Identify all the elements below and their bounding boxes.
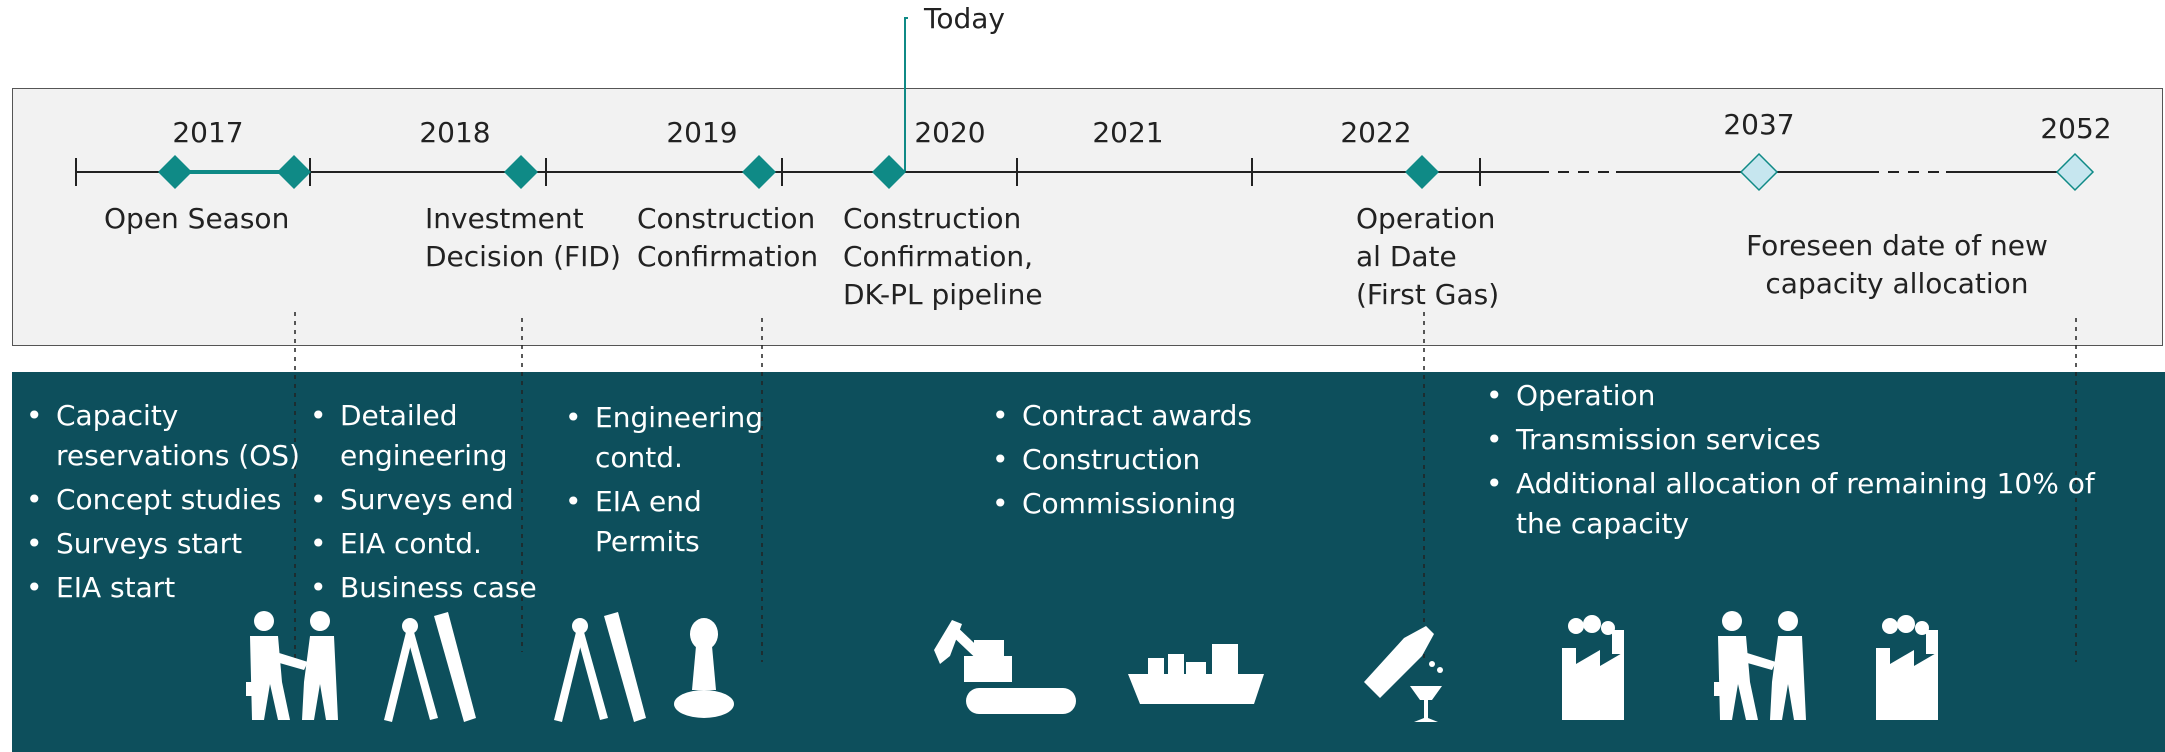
diamond-2052 [2055, 152, 2095, 192]
list-item: EIA end [561, 482, 763, 522]
future-diamonds [1739, 152, 2095, 192]
list-item: Engineering [561, 398, 763, 438]
diamond-2037 [1739, 152, 1779, 192]
milestone-operational-date: Operation al Date (First Gas) [1356, 202, 1500, 311]
phase-3-list: Engineering contd. EIA end Permits [561, 398, 763, 562]
year-ticks [75, 158, 1481, 186]
list-item: Permits [595, 525, 700, 558]
phase-5-list: Operation Transmission services Addition… [1482, 376, 2095, 544]
diamond-today [872, 155, 906, 189]
milestone-construction-confirmation: Construction Confirmation [637, 202, 819, 273]
list-item: EIA contd. [306, 524, 537, 564]
list-item: Concept studies [22, 480, 300, 520]
timeline-box [12, 88, 2163, 346]
list-item: Contract awards [988, 396, 1252, 436]
factory-icon [1562, 615, 1624, 720]
year-2052-label: 2052 [2040, 112, 2112, 145]
list-item: EIA start [22, 568, 300, 608]
list-item: Operation [1482, 376, 2095, 416]
milestone-open-season: Open Season [104, 202, 290, 235]
list-item: reservations (OS) [56, 439, 300, 472]
compass-ruler-icon [554, 612, 646, 722]
diamond-fid [504, 155, 538, 189]
excavator-icon [934, 620, 1076, 714]
diamond-open-season-start [158, 155, 192, 189]
year-2017-label: 2017 [172, 116, 244, 149]
list-item: Additional allocation of remaining 10% o… [1482, 464, 2095, 504]
handshake-icon [1714, 611, 1806, 720]
list-item: Commissioning [988, 484, 1252, 524]
list-item: Detailed [306, 396, 537, 436]
list-item: Surveys start [22, 524, 300, 564]
diamond-open-season-end [277, 155, 311, 189]
year-2019-label: 2019 [666, 116, 738, 149]
list-item: Surveys end [306, 480, 537, 520]
year-2020-label: 2020 [914, 116, 986, 149]
compass-ruler-icon [384, 612, 476, 722]
year-2022-label: 2022 [1340, 116, 1412, 149]
phase-4-list: Contract awards Construction Commissioni… [988, 396, 1252, 524]
list-item: Business case [306, 568, 537, 608]
milestone-new-capacity-allocation: Foreseen date of new capacity allocation [1746, 229, 2048, 300]
list-item: Construction [988, 440, 1252, 480]
milestone-diamonds [158, 155, 1439, 189]
diamond-construction-confirmation [742, 155, 776, 189]
milestone-investment-decision: Investment Decision (FID) [425, 202, 621, 273]
ship-icon [1128, 644, 1264, 704]
year-2018-label: 2018 [419, 116, 491, 149]
year-2037-label: 2037 [1723, 108, 1795, 141]
diamond-first-gas [1405, 155, 1439, 189]
list-item: engineering [340, 439, 508, 472]
phase-1-list: Capacity reservations (OS) Concept studi… [22, 396, 300, 608]
factory-icon [1876, 615, 1938, 720]
list-item: Capacity [22, 396, 300, 436]
year-2021-label: 2021 [1092, 116, 1164, 149]
list-item: Transmission services [1482, 420, 2095, 460]
list-item: contd. [595, 441, 683, 474]
today-marker-line [891, 17, 908, 173]
phase-2-list: Detailed engineering Surveys end EIA con… [306, 396, 537, 608]
stamp-icon [674, 618, 734, 718]
champagne-icon [1364, 626, 1443, 722]
handshake-icon [246, 611, 338, 720]
milestone-construction-confirmation-dkpl: Construction Confirmation, DK-PL pipelin… [843, 202, 1043, 311]
list-item: the capacity [1516, 507, 1690, 540]
today-label: Today [924, 2, 1005, 35]
